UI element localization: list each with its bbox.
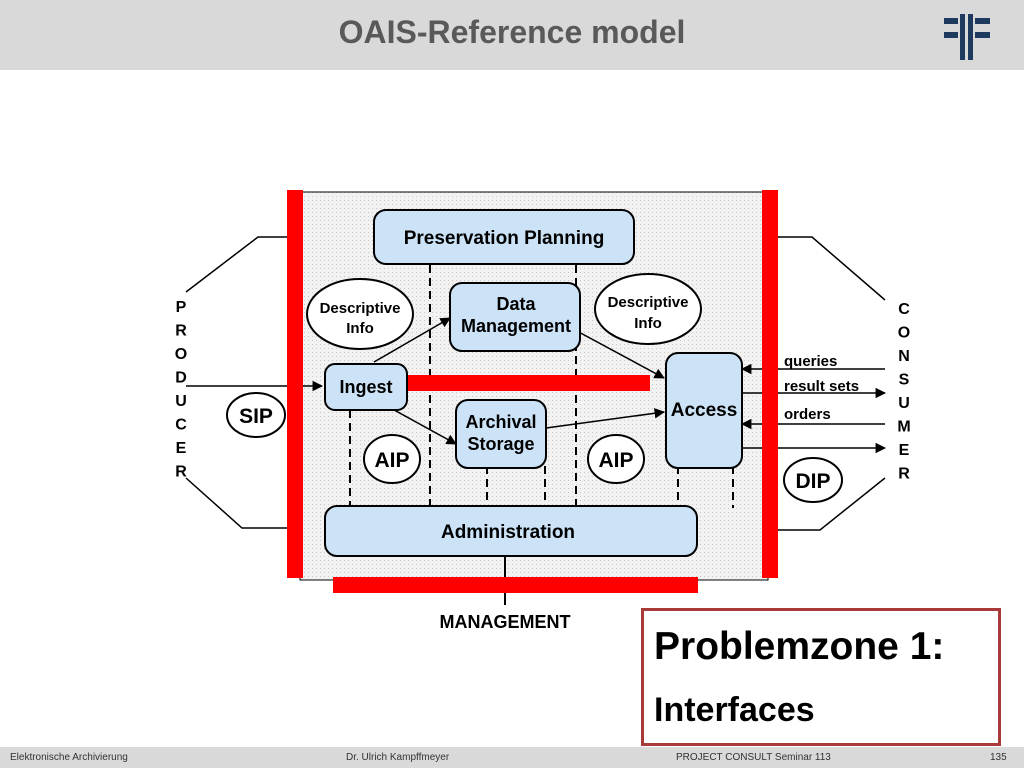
sip-ellipse xyxy=(226,392,286,438)
data-management-label-1: Data xyxy=(496,294,536,314)
archival-storage-box xyxy=(455,399,547,469)
project-consult-logo-icon xyxy=(944,14,990,60)
administration-box xyxy=(324,505,698,557)
producer-letter: R xyxy=(175,323,187,340)
interface-bars xyxy=(287,190,778,593)
slide-footer: Elektronische Archivierung Dr. Ulrich Ka… xyxy=(0,747,1024,768)
consumer-letter: U xyxy=(898,395,910,412)
ingest-box xyxy=(324,363,408,411)
environment-outline-right xyxy=(768,236,886,301)
environment-outline-right-bottom xyxy=(768,477,886,531)
producer-letter: R xyxy=(175,464,187,481)
problemzone-callout: Problemzone 1: Interfaces xyxy=(641,608,1001,746)
producer-letter: O xyxy=(175,346,187,363)
result-sets-label: result sets xyxy=(784,378,859,395)
descriptive-info-left-ellipse xyxy=(306,278,414,350)
internal-flows xyxy=(373,317,666,445)
dip-label: DIP xyxy=(795,470,830,493)
descriptive-info-right-label-2: Info xyxy=(634,315,662,332)
callout-subtitle: Interfaces xyxy=(654,691,815,729)
aip-left-label: AIP xyxy=(374,449,409,472)
footer-seminar: PROJECT CONSULT Seminar 113 xyxy=(676,752,831,763)
management-label: MANAGEMENT xyxy=(440,612,571,632)
access-label: Access xyxy=(671,400,738,421)
producer-letter: C xyxy=(175,417,187,434)
descriptive-info-right-ellipse xyxy=(594,273,702,345)
environment-outline-left-bottom xyxy=(185,477,300,529)
slide-header: OAIS-Reference model xyxy=(0,0,1024,70)
data-management-box xyxy=(449,282,581,352)
data-management-label-2: Management xyxy=(461,316,571,336)
consumer-letter: N xyxy=(898,348,910,365)
descriptive-info-left-label-1: Descriptive xyxy=(320,300,401,317)
producer-letter: U xyxy=(175,393,187,410)
producer-letter: P xyxy=(176,299,187,316)
consumer-letter: C xyxy=(898,301,910,318)
administration-label: Administration xyxy=(441,522,575,543)
footer-author: Dr. Ulrich Kampffmeyer xyxy=(346,752,450,763)
consumer-letter: M xyxy=(897,419,910,436)
producer-letter: E xyxy=(176,440,187,457)
dip-ellipse xyxy=(783,457,843,503)
callout-title: Problemzone 1: xyxy=(654,625,945,668)
footer-page-number: 135 xyxy=(990,752,1007,763)
environment-outline-left xyxy=(185,236,300,293)
slide-title: OAIS-Reference model xyxy=(338,14,686,50)
descriptive-info-left-label-2: Info xyxy=(346,320,374,337)
access-box xyxy=(665,352,743,469)
consumer-letter: S xyxy=(899,372,910,389)
consumer-letter: R xyxy=(898,466,910,483)
consumer-letter: E xyxy=(899,442,910,459)
ingest-label: Ingest xyxy=(339,377,392,397)
aip-right-label: AIP xyxy=(598,449,633,472)
archival-storage-label-2: Storage xyxy=(467,434,534,454)
preservation-planning-label: Preservation Planning xyxy=(404,228,605,249)
preservation-planning-box xyxy=(373,209,635,265)
descriptive-info-right-label-1: Descriptive xyxy=(608,294,689,311)
consumer-letter: O xyxy=(898,325,910,342)
footer-course: Elektronische Archivierung xyxy=(10,752,128,763)
orders-label: orders xyxy=(784,406,831,423)
archival-storage-label-1: Archival xyxy=(465,412,536,432)
queries-label: queries xyxy=(784,353,837,370)
aip-right-ellipse xyxy=(587,434,645,484)
producer-letter: D xyxy=(175,370,187,387)
sip-label: SIP xyxy=(239,405,273,428)
aip-left-ellipse xyxy=(363,434,421,484)
